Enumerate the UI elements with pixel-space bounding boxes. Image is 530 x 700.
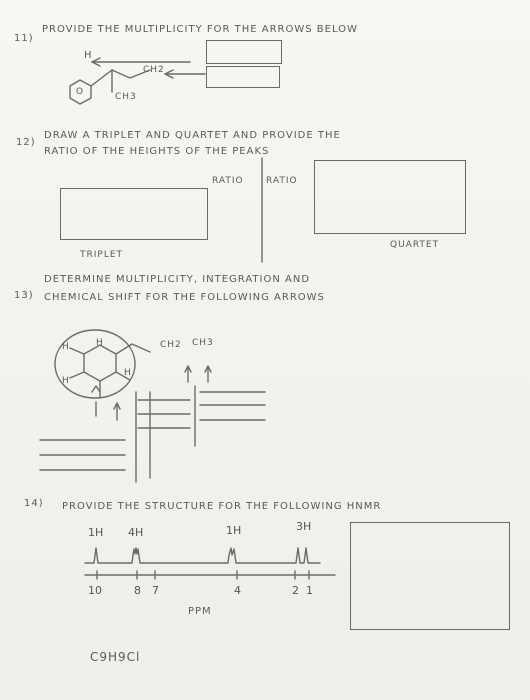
q11-arrow-2-head — [164, 69, 174, 79]
q13-arrow-head-4 — [113, 402, 121, 410]
q12-triplet-label: TRIPLET — [80, 250, 124, 260]
q11-bond-2 — [111, 69, 151, 79]
q13-arrow-head-3 — [204, 365, 212, 373]
q14-axis-tick-5: 2 — [292, 584, 299, 597]
q11-number: 11) — [14, 33, 34, 44]
q13-label-h-b: H — [62, 376, 70, 386]
q14-axis-unit: PPM — [188, 606, 212, 617]
q12-prompt-line2: RATIO OF THE HEIGHTS OF THE PEAKS — [44, 146, 270, 157]
q14-axis-tick-6: 1 — [306, 584, 313, 597]
q13-h-bond — [115, 371, 131, 381]
q11-label-h: H — [84, 50, 93, 61]
q14-peak-label-3: 1H — [226, 524, 242, 537]
q11-ring-label: O — [76, 87, 85, 97]
q12-quartet-box[interactable] — [314, 160, 466, 234]
q13-prompt-line1: DETERMINE MULTIPLICITY, INTEGRATION AND — [44, 274, 311, 285]
q11-label-ch3: CH3 — [115, 92, 137, 102]
q13-structure — [54, 329, 212, 421]
q11-answer-box-1[interactable] — [206, 40, 282, 64]
q14-formula: C9H9Cl — [90, 650, 141, 664]
q11-prompt: PROVIDE THE MULTIPLICITY FOR THE ARROWS … — [42, 24, 358, 35]
q14-prompt: PROVIDE THE STRUCTURE FOR THE FOLLOWING … — [62, 501, 382, 512]
q13-label-h-d: H — [124, 368, 132, 378]
q14-peak-label-4: 3H — [296, 520, 312, 533]
q12-triplet-box[interactable] — [60, 188, 208, 240]
q11-bond-1 — [90, 69, 113, 87]
q14-spectrum — [84, 547, 336, 580]
q14-structure-box[interactable] — [350, 522, 510, 630]
q13-arrow-head-2 — [184, 365, 192, 373]
q13-arrow-head-1 — [91, 385, 101, 393]
q13-ether-bond — [115, 343, 151, 355]
q12-number: 12) — [16, 137, 36, 148]
q11-label-ch2: CH2 — [143, 65, 165, 75]
q11-structure — [69, 57, 206, 105]
q13-prompt-line2: CHEMICAL SHIFT FOR THE FOLLOWING ARROWS — [44, 292, 325, 303]
q14-peak-label-2: 4H — [128, 526, 144, 539]
q11-answer-box-2[interactable] — [206, 66, 280, 88]
q14-peak-label-1: 1H — [88, 526, 104, 539]
q13-label-h-a: H — [62, 342, 70, 352]
q13-answer-lines — [39, 385, 266, 483]
q13-h-bond-2 — [69, 347, 85, 355]
q13-circle-outline — [54, 329, 136, 399]
q12-ratio-right: RATIO — [266, 176, 298, 186]
q12-prompt-line1: DRAW A TRIPLET AND QUARTET AND PROVIDE T… — [44, 130, 341, 141]
q13-label-ch3: CH3 — [192, 338, 214, 348]
q12-ratio-left: RATIO — [212, 176, 244, 186]
q14-axis-tick-3: 7 — [152, 584, 159, 597]
q11-arrow-1-head — [91, 57, 101, 67]
q13-label-h-c: H — [96, 338, 104, 348]
q13-number: 13) — [14, 290, 34, 301]
q14-number: 14) — [24, 498, 44, 509]
q12-quartet-label: QUARTET — [390, 240, 440, 250]
q14-axis-tick-2: 8 — [134, 584, 141, 597]
q14-axis-tick-4: 4 — [234, 584, 241, 597]
q13-benzene-ring — [83, 344, 117, 382]
q14-spectrum-trace — [84, 547, 321, 564]
q14-axis-tick-1: 10 — [88, 584, 102, 597]
q13-h-bond-3 — [69, 371, 85, 379]
q13-label-ch2: CH2 — [160, 340, 182, 350]
q11-benzene-ring — [69, 79, 92, 105]
